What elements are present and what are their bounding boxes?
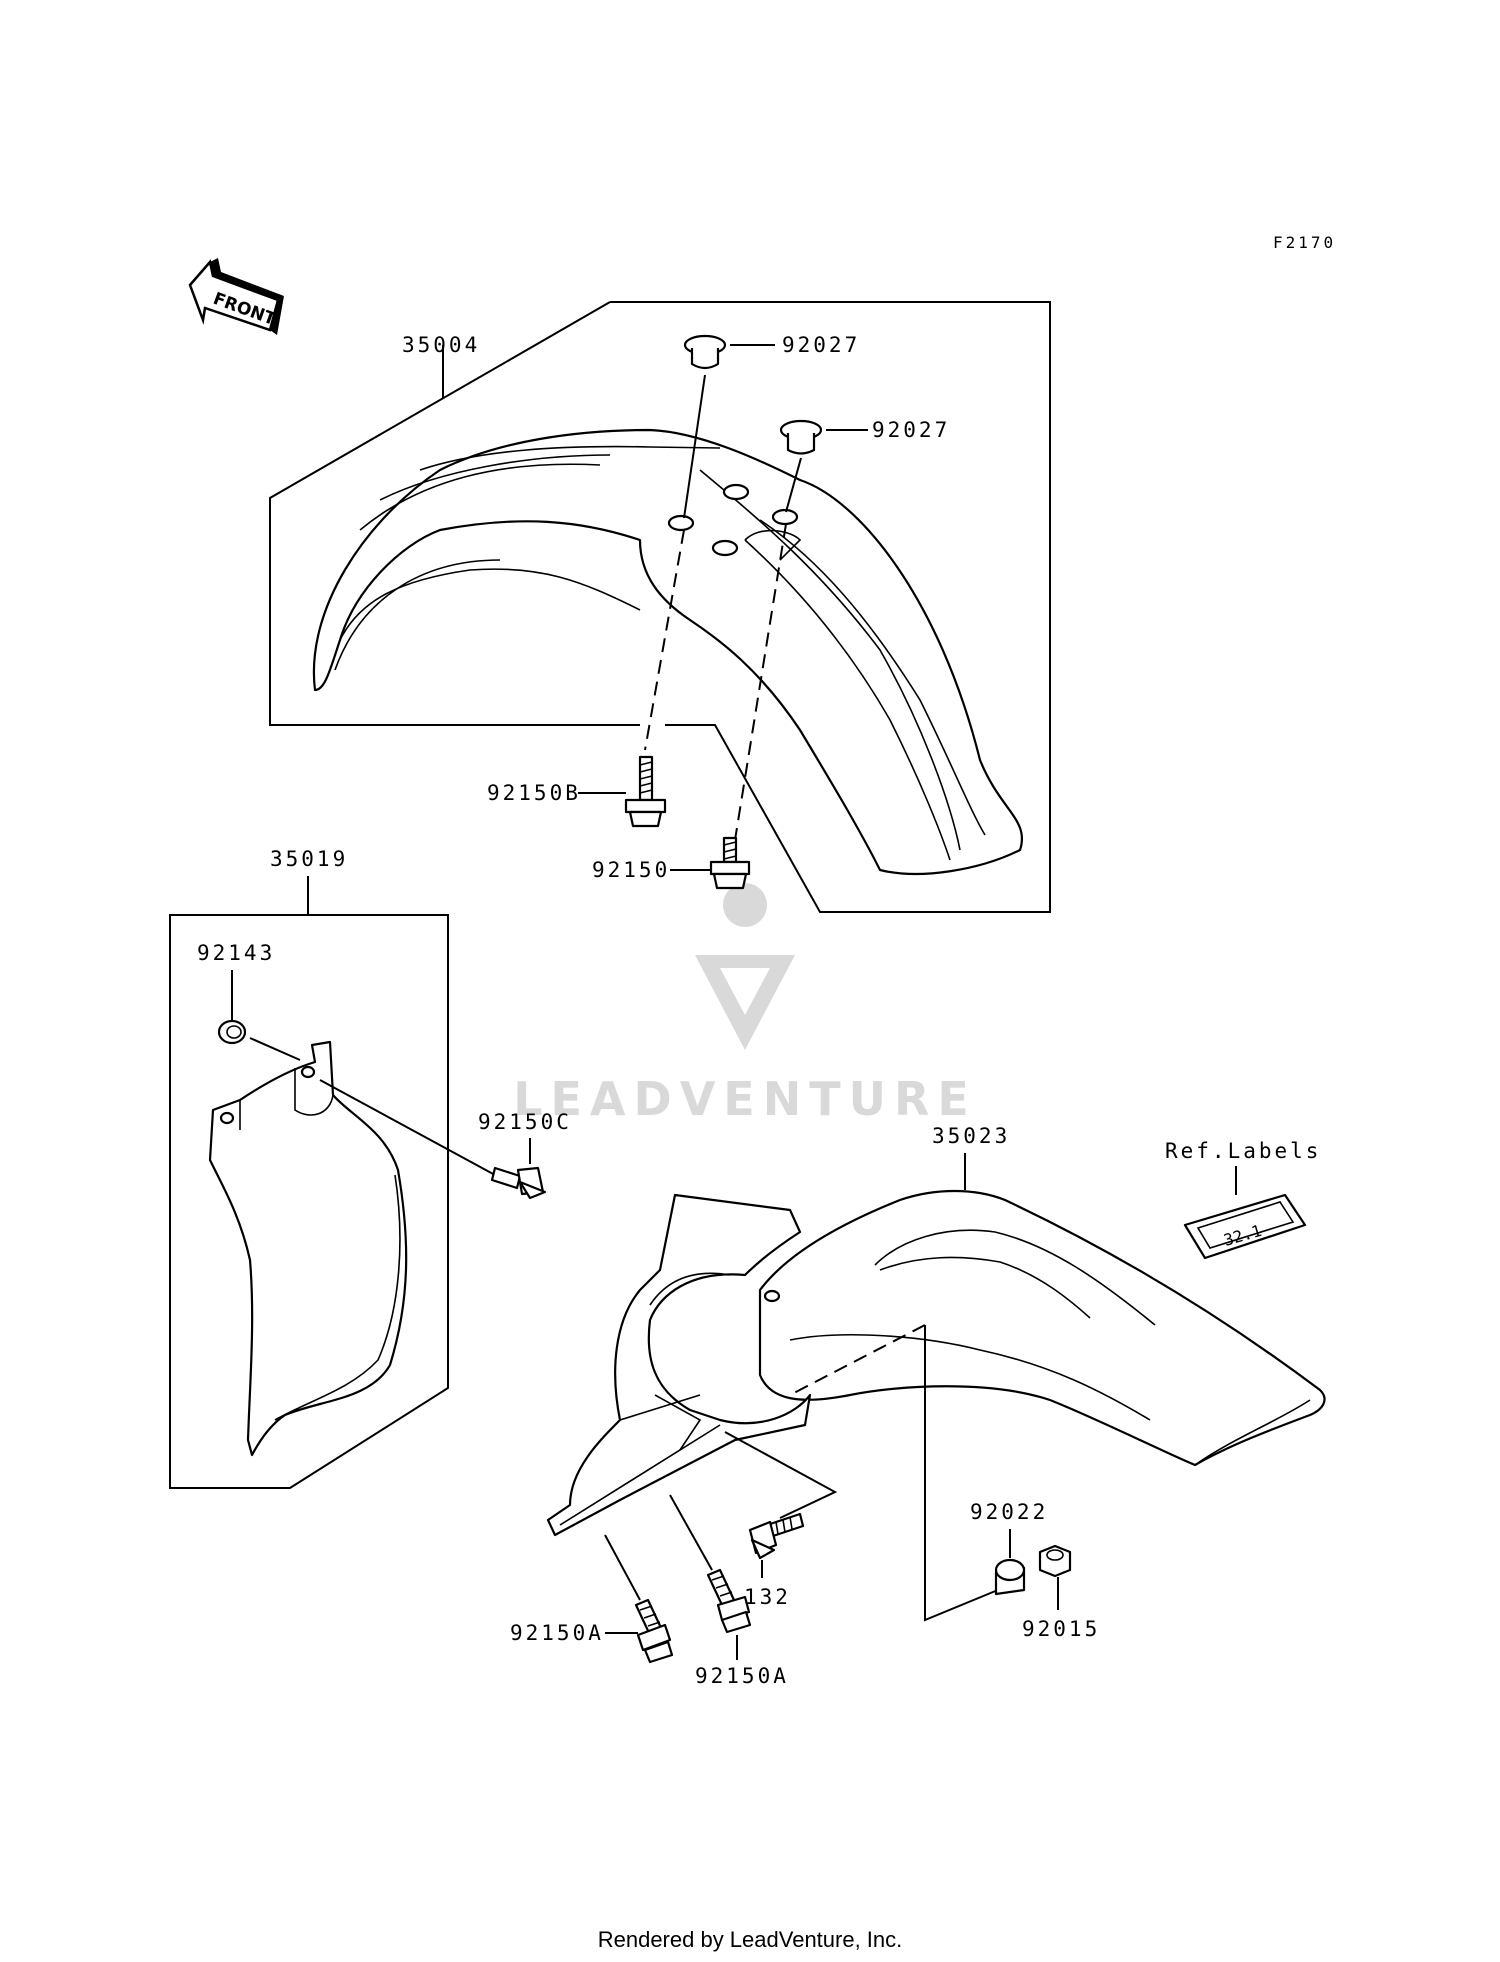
nut-92015 (1038, 1544, 1072, 1578)
fender-line-e (699, 469, 961, 851)
fork-guard-inner (274, 1174, 401, 1421)
front-fender-frame-right (610, 301, 1051, 913)
fender-line-d (419, 445, 721, 471)
rear-fender-hole (763, 1289, 781, 1303)
fork-guard-group: 35019 92143 92150C (169, 847, 572, 1489)
line-92027a (683, 374, 706, 519)
rear-flap-line-b (619, 1394, 701, 1421)
fender-line-b (359, 463, 601, 531)
grommet-92027-a (683, 334, 727, 370)
rear-fender-line (789, 1333, 1151, 1421)
label-ref-labels: Ref.Labels (1165, 1139, 1321, 1163)
label-92150a-right: 92150A (695, 1664, 789, 1688)
label-92143: 92143 (197, 941, 275, 965)
fork-guard-hole (300, 1065, 316, 1079)
front-arrow-icon: FRONT (188, 258, 284, 335)
diagram-id: F2170 (1273, 233, 1336, 252)
footer-credit: Rendered by LeadVenture, Inc. (598, 1927, 903, 1952)
rear-fender-group: 35023 Ref.Labels 32.1 92022 (510, 1124, 1326, 1688)
fork-guard-edge (239, 1068, 334, 1130)
fender-hole (771, 508, 799, 526)
label-92150: 92150 (592, 858, 670, 882)
grommet-92027-b (779, 419, 823, 455)
label-92150a-left: 92150A (510, 1621, 604, 1645)
line-92150c (319, 1079, 496, 1176)
front-fender-group: 35004 92027 92027 (269, 301, 1051, 913)
fender-slot (744, 529, 802, 561)
fender-line-c (379, 454, 611, 501)
rear-flap-line-d (654, 1394, 702, 1451)
leadventure-watermark: LEADVENTURE (513, 883, 977, 1126)
line-92150a-left (604, 1534, 641, 1601)
grommet-92143 (217, 1019, 247, 1045)
fork-guard-frame (169, 914, 449, 1489)
fender-line-h (339, 568, 641, 641)
washer-92022 (994, 1558, 1026, 1596)
front-fender-frame-left (269, 301, 640, 726)
bolt-92150b (624, 755, 667, 828)
rear-fender-flap (546, 1193, 812, 1537)
bolt-92150 (709, 836, 751, 890)
rear-flap-line-a (649, 1272, 731, 1306)
label-35023: 35023 (932, 1124, 1010, 1148)
bolt-92150a-left (634, 1598, 674, 1664)
label-35004: 35004 (402, 333, 480, 357)
line-92150a-right (669, 1494, 713, 1571)
label-92150b: 92150B (487, 781, 581, 805)
label-92015: 92015 (1022, 1617, 1100, 1641)
rear-flap-line-c (559, 1424, 721, 1526)
rear-fender-part (758, 1189, 1326, 1467)
dashed-92150 (734, 523, 787, 841)
fender-hole (722, 483, 750, 501)
fender-hole (667, 514, 695, 532)
label-92027-a: 92027 (782, 333, 860, 357)
line-132 (724, 1431, 838, 1519)
bolt-92150c (490, 1166, 547, 1200)
label-35019: 35019 (270, 847, 348, 871)
line-92022 (924, 1325, 1011, 1622)
line-92143 (249, 1037, 301, 1061)
fender-line-g (759, 519, 986, 836)
label-132: 132 (744, 1585, 791, 1609)
rear-fender-vent-inner (879, 1256, 1091, 1319)
fork-guard-hole (219, 1111, 235, 1125)
watermark-text: LEADVENTURE (513, 1072, 977, 1126)
bolt-132 (748, 1512, 805, 1560)
fender-hole (711, 539, 739, 557)
bolt-92150a-right (706, 1568, 752, 1634)
label-92022: 92022 (970, 1500, 1048, 1524)
rear-fender-vent-outer (874, 1229, 1156, 1326)
fender-line-f (744, 539, 951, 861)
line-92027b (785, 457, 802, 513)
label-92150c: 92150C (478, 1110, 572, 1134)
rear-fender-edge (1194, 1399, 1311, 1466)
label-92027-b: 92027 (872, 418, 950, 442)
dashed-92150b (644, 529, 685, 751)
dashed-rear (789, 1324, 926, 1396)
front-fender-part (312, 428, 1023, 875)
ref-label-sticker: 32.1 (1183, 1193, 1307, 1260)
